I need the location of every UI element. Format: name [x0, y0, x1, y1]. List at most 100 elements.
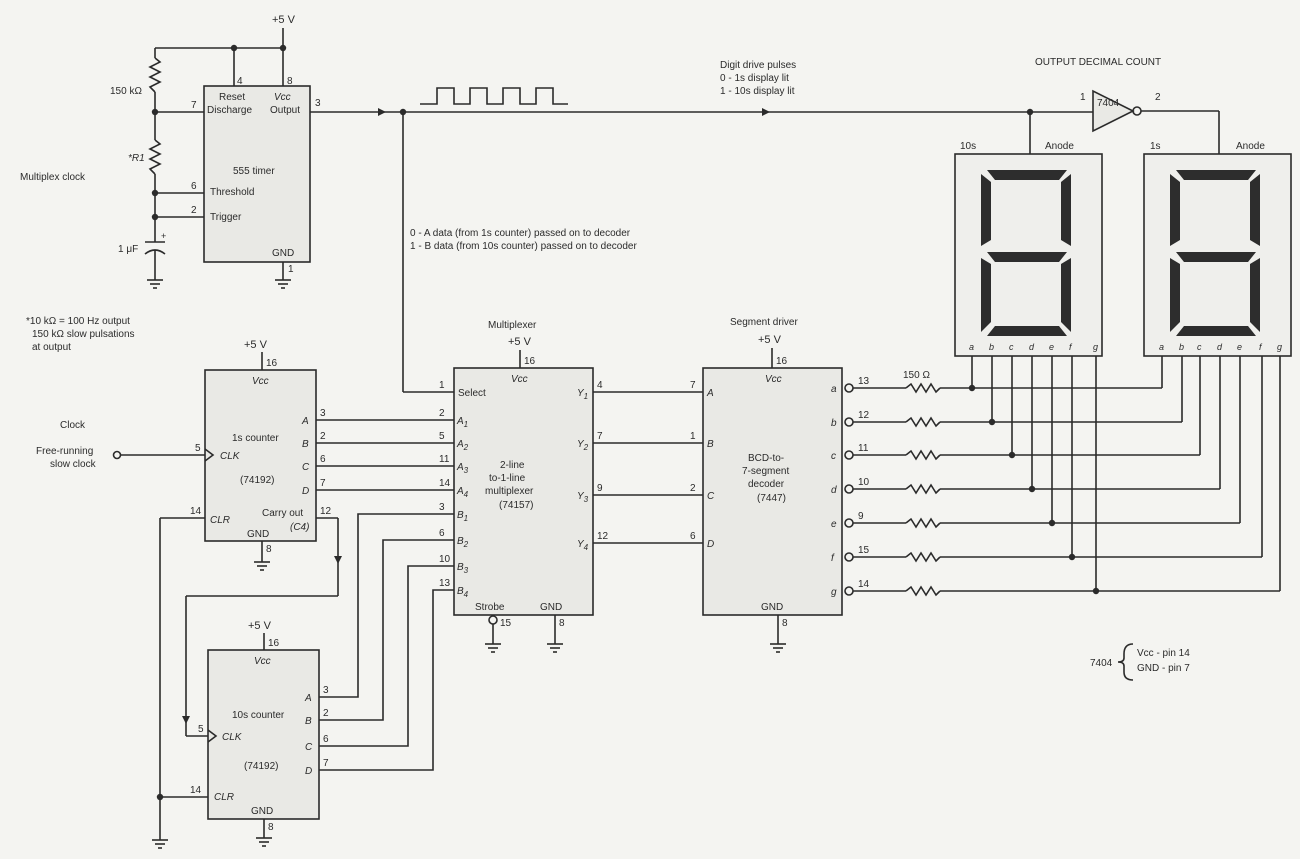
mux-in-pin: 14: [439, 478, 451, 489]
display-1s-pin-label: f: [1259, 342, 1263, 352]
counter-1s-out-pin: 2: [320, 431, 326, 442]
display-10s-anode: Anode: [1045, 141, 1074, 152]
counter-10s-pin-vcc: 16: [268, 638, 280, 649]
arrow-down-icon: [182, 716, 190, 724]
timer-title: 555 timer: [233, 166, 275, 177]
decoder-in-label: A: [706, 388, 714, 399]
counter-10s-pin-clk: 5: [198, 724, 204, 735]
pulse-waveform: [420, 87, 568, 105]
counter-1s-carry-line2: (C4): [290, 522, 309, 533]
decoder-in-pin: 2: [690, 483, 696, 494]
counter-10s-out-label: D: [305, 766, 312, 777]
display-10s-pin-label: g: [1093, 342, 1098, 352]
mux-supply: +5 V: [508, 336, 532, 348]
counter-1s-out-label: C: [302, 462, 310, 473]
timer-supply-label: +5 V: [272, 14, 296, 26]
strobe-bubble: [488, 615, 498, 625]
display-1s-segment-f: [1170, 174, 1180, 246]
counter-1s-pin-gnd: 8: [266, 544, 272, 555]
timer-label-gnd: GND: [272, 248, 294, 259]
display-10s-segment-a: [987, 170, 1067, 180]
decoder-in-label: C: [707, 491, 715, 502]
counter-1s-pin-carry: 12: [320, 506, 332, 517]
junction-dot: [1028, 485, 1036, 493]
output-bubble: [844, 417, 854, 427]
decoder-in-pin: 7: [690, 380, 696, 391]
display-1s-anode: Anode: [1236, 141, 1265, 152]
counter-1s-out-label: A: [301, 416, 309, 427]
output-bubble: [844, 450, 854, 460]
counter-1s-out-pin: 7: [320, 478, 326, 489]
counter-1s-pin-clr: 14: [190, 506, 202, 517]
mux-in-label: B3: [457, 562, 469, 575]
timer-pin-discharge: 7: [191, 100, 197, 111]
display-1s-segment-e: [1170, 258, 1180, 332]
wire: [319, 513, 454, 698]
timer-pin-reset: 4: [237, 76, 243, 87]
segment-resistor-label: 150 Ω: [903, 370, 930, 381]
counter-1s-carry-line1: Carry out: [262, 508, 303, 519]
mux-pin-select: 1: [439, 380, 445, 391]
display-10s-segment-d: [987, 326, 1067, 336]
decoder-out-label: b: [831, 418, 837, 429]
output-bubble: [844, 484, 854, 494]
mux-in-label: B1: [457, 510, 468, 523]
junction-dot: [1068, 553, 1076, 561]
mux-in-label: A1: [456, 416, 468, 429]
mux-label-select: Select: [458, 388, 486, 399]
clock-label: Clock: [60, 420, 86, 431]
mux-in-label: A3: [456, 462, 469, 475]
inverter-triangle: [1092, 89, 1135, 133]
counter-1s-label-clr: CLR: [210, 515, 230, 526]
counter-10s-label-vcc: Vcc: [254, 656, 271, 667]
display-10s-segment-c: [1061, 258, 1071, 332]
inverter-pin-in: 1: [1080, 92, 1086, 103]
display-10s-segment-e: [981, 258, 991, 332]
timer-pin-vcc: 8: [287, 76, 293, 87]
clock-edge-icon: [207, 729, 218, 743]
display-1s-name: 1s: [1150, 141, 1161, 152]
segment-resistor: [905, 449, 941, 461]
segment-resistor: [905, 416, 941, 428]
counter-10s-out-pin: 7: [323, 758, 329, 769]
decoder-label-gnd: GND: [761, 602, 783, 613]
data-note-line1: 0 - A data (from 1s counter) passed on t…: [410, 228, 631, 239]
wire: [319, 539, 454, 721]
ground-icon: [147, 279, 163, 289]
display-1s-pin-label: c: [1197, 342, 1202, 352]
display-10s-name: 10s: [960, 141, 976, 152]
ground-icon: [254, 561, 270, 571]
junction-dot: [968, 384, 976, 392]
capacitor-label: 1 μF: [118, 244, 138, 255]
decoder-part: (7447): [757, 493, 786, 504]
inverter-part: 7404: [1097, 98, 1120, 109]
arrow-down-icon: [334, 556, 342, 564]
r1-note-line3: at output: [32, 342, 71, 353]
mux-out-pin: 12: [597, 531, 609, 542]
counter-10s-title: 10s counter: [232, 710, 285, 721]
mux-in-pin: 13: [439, 578, 451, 589]
ground-icon: [485, 643, 501, 653]
inverter-pin-out: 2: [1155, 92, 1161, 103]
display-1s-segment-d: [1176, 326, 1256, 336]
counter-10s-out-label: A: [304, 693, 312, 704]
mux-in-pin: 11: [439, 454, 450, 465]
timer-pin-trigger: 2: [191, 205, 197, 216]
display-10s-segment-b: [1061, 174, 1071, 246]
mux-body: [453, 367, 594, 616]
decoder-out-pin: 10: [858, 477, 870, 488]
counter-10s-part: (74192): [244, 761, 278, 772]
decoder-out-label: c: [831, 451, 836, 462]
decoder-in-label: D: [707, 539, 714, 550]
decoder-out-label: e: [831, 519, 837, 530]
brace-icon: [1117, 643, 1134, 681]
output-bubble: [844, 383, 854, 393]
counter-10s-pin-gnd: 8: [268, 822, 274, 833]
decoder-out-pin: 11: [858, 443, 869, 454]
decoder-name-line1: BCD-to-: [748, 453, 784, 464]
ground-icon: [275, 279, 291, 289]
r1-note-line2: 150 kΩ slow pulsations: [32, 329, 135, 340]
